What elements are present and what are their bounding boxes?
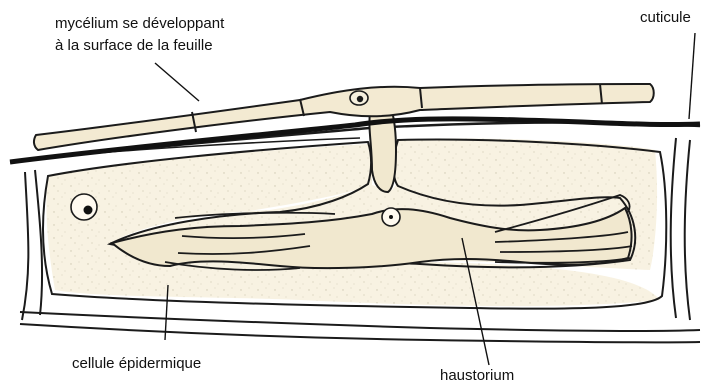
epidermal-nucleolus: [84, 206, 93, 215]
label-mycelium-line1: mycélium se développant: [55, 15, 225, 32]
surface-mycelium: [34, 84, 654, 150]
label-mycelium-line2: à la surface de la feuille: [55, 37, 213, 54]
label-epidermal-cell: cellule épidermique: [72, 355, 201, 372]
haustorium-nucleolus: [389, 215, 393, 219]
label-haustorium: haustorium: [440, 367, 514, 384]
label-cuticle: cuticule: [640, 9, 691, 26]
epidermal-nucleus: [71, 194, 97, 220]
